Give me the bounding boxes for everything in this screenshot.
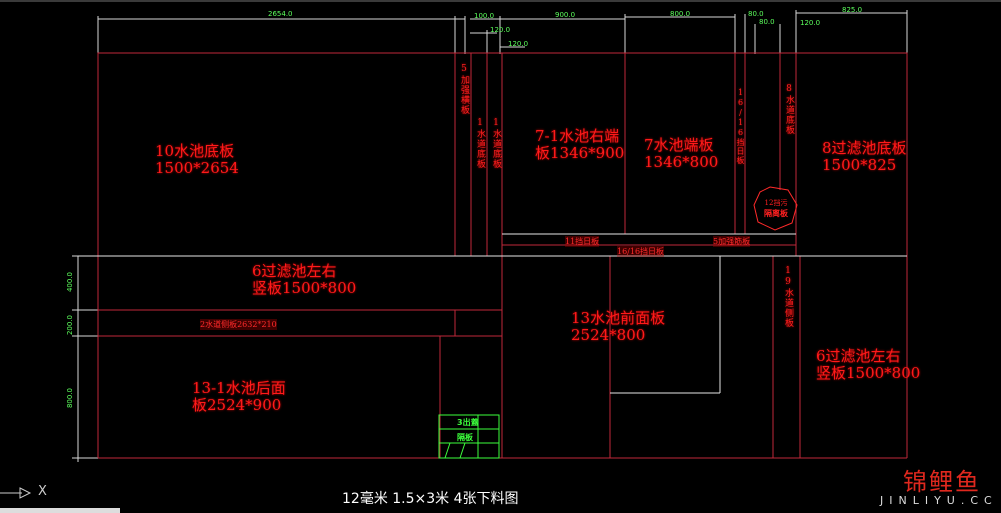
panel-13-label[interactable]: 13水池前面板 2524*800 <box>571 309 666 345</box>
green-part-3[interactable]: 3出蓋 隔板 <box>439 415 499 458</box>
strip-1b-label[interactable]: 1水道底板 <box>491 118 501 169</box>
white-outlines <box>78 233 907 394</box>
panel-7-label[interactable]: 7水池端板 1346*800 <box>644 136 719 172</box>
watermark-logo: 锦鲤鱼 <box>903 468 981 496</box>
green-hatch <box>438 414 500 459</box>
panel-size: 1346*800 <box>644 153 719 172</box>
strip-11-label[interactable]: 11挡日板 <box>565 236 600 247</box>
panel-6-left-label[interactable]: 6过滤池左右 竖板1500*800 <box>252 262 357 298</box>
green-line: 3出蓋 <box>457 418 479 427</box>
panel-7-1-label[interactable]: 7-1水池右端 板1346*900 <box>535 127 625 163</box>
dimension-label: 800.0 <box>670 10 691 18</box>
window-top-edge <box>0 0 1001 2</box>
panel-size: 板2524*900 <box>192 396 282 415</box>
panel-name: 8过滤池底板 <box>822 139 907 157</box>
dimension-label: 120.0 <box>508 40 529 48</box>
drawing-caption: 12毫米 1.5×3米 4张下料图 <box>342 491 519 507</box>
panel-size: 2524*800 <box>571 326 646 345</box>
panel-6-right-label[interactable]: 6过滤池左右 竖板1500*800 <box>816 347 921 383</box>
strip-9-label[interactable]: 8水道底板 <box>784 84 794 135</box>
badge-line: 12挡污 <box>764 199 788 207</box>
panel-name: 13水池前面板 <box>571 309 666 327</box>
panel-size: 1500*2654 <box>155 159 239 178</box>
strip-2-label[interactable]: 2水道侧板2632*210 <box>200 319 277 330</box>
dimension-label: 80.0 <box>759 18 775 26</box>
dimension-label: 80.0 <box>748 10 764 18</box>
dimension-label: 120.0 <box>800 19 821 27</box>
x-axis-label: X <box>38 484 47 499</box>
strip-16-label[interactable]: 16/16挡日板 <box>736 88 745 165</box>
dimension-label: 825.0 <box>842 6 863 14</box>
strip-5-label[interactable]: 5加强横板 <box>459 64 469 115</box>
panel-name: 13-1水池后面 <box>192 379 286 397</box>
panel-size: 竖板1500*800 <box>816 364 921 383</box>
strip-19-label[interactable]: 19水道侧板 <box>783 266 793 328</box>
panel-8-label[interactable]: 8过滤池底板 1500*825 <box>822 139 907 175</box>
dimension-lines <box>72 10 908 462</box>
strip-1a-label[interactable]: 1水道底板 <box>475 118 485 169</box>
panel-name: 6过滤池左右 <box>816 347 901 365</box>
dimension-label: 100.0 <box>474 12 495 20</box>
watermark-url: JINLIYU.CC <box>880 494 998 507</box>
dimension-label: 2654.0 <box>268 10 293 18</box>
panel-size: 竖板1500*800 <box>252 279 357 298</box>
panel-size: 板1346*900 <box>535 144 625 163</box>
dimension-label: 800.0 <box>66 388 74 409</box>
badge-12-label[interactable]: 12挡污 隔离板 <box>757 191 795 229</box>
strip-16h-label[interactable]: 16/16挡日板 <box>617 246 665 257</box>
green-line: 隔板 <box>457 433 473 442</box>
panel-name: 6过滤池左右 <box>252 262 337 280</box>
panel-13-1-label[interactable]: 13-1水池后面 板2524*900 <box>192 379 286 415</box>
dimension-label: 120.0 <box>490 26 511 34</box>
ucs-axis-icon <box>0 487 32 499</box>
badge-outline <box>753 186 798 231</box>
badge-line: 隔离板 <box>764 208 788 219</box>
dimension-label: 400.0 <box>66 272 74 293</box>
dimension-label: 200.0 <box>66 315 74 336</box>
strip-5h-label[interactable]: 5加强筋板 <box>713 236 751 247</box>
panel-size: 1500*825 <box>822 156 897 175</box>
panel-name: 7-1水池右端 <box>535 127 620 145</box>
panel-10-label[interactable]: 10水池底板 1500*2654 <box>155 142 239 178</box>
status-strip <box>0 508 120 513</box>
panel-name: 7水池端板 <box>644 136 714 154</box>
dimension-label: 900.0 <box>555 11 576 19</box>
panel-name: 10水池底板 <box>155 142 235 160</box>
